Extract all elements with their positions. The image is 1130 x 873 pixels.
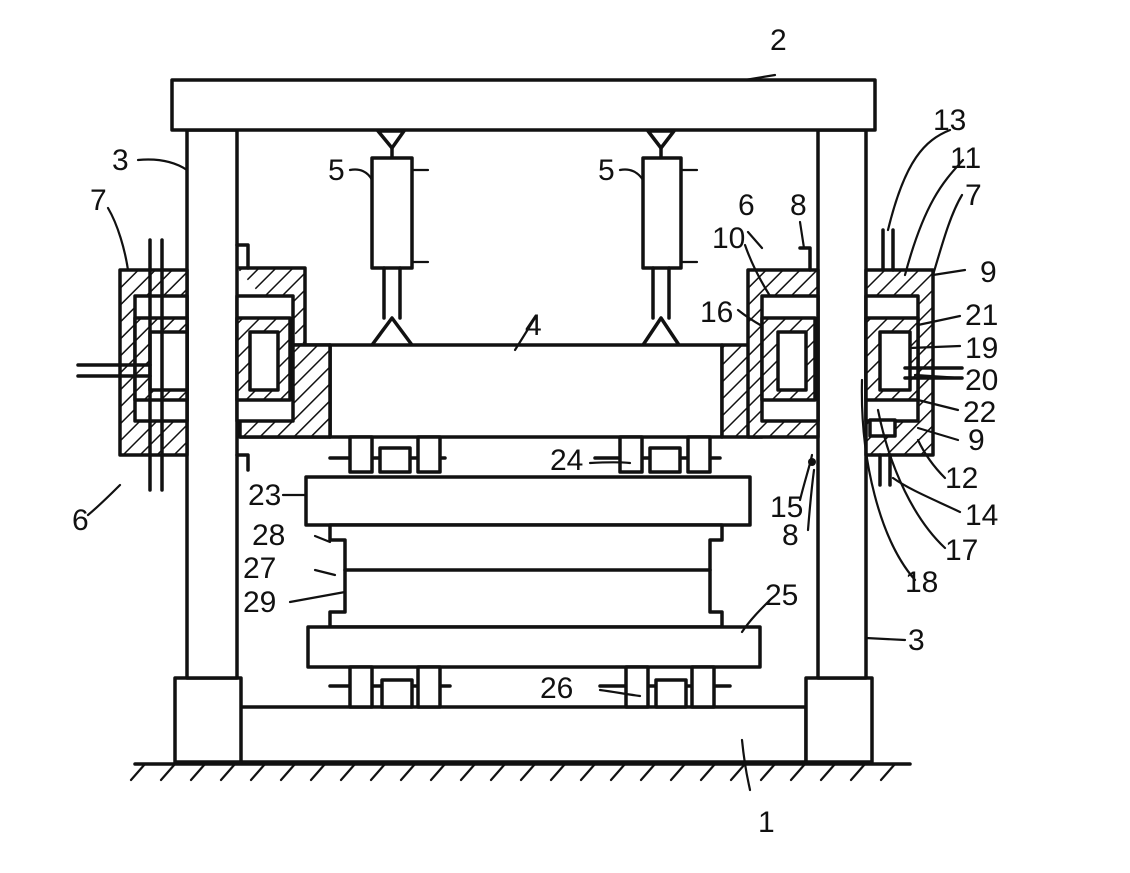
label-11: 11 <box>950 142 981 175</box>
label-10: 10 <box>712 222 745 255</box>
label-22: 22 <box>963 396 996 429</box>
label-18: 18 <box>905 566 938 599</box>
label-5-left: 5 <box>328 154 345 187</box>
label-9-upper: 9 <box>980 256 997 289</box>
label-16: 16 <box>700 296 733 329</box>
ground <box>131 764 910 780</box>
lower-platen <box>308 627 760 667</box>
die-assembly <box>330 525 722 627</box>
label-3-right: 3 <box>908 624 925 657</box>
upper-bolts <box>330 437 720 472</box>
label-28: 28 <box>252 519 285 552</box>
label-3-left: 3 <box>112 144 129 177</box>
label-2: 2 <box>770 24 787 57</box>
label-17: 17 <box>945 534 978 567</box>
label-12: 12 <box>945 462 978 495</box>
cylinder-left <box>372 131 428 345</box>
label-24: 24 <box>550 444 583 477</box>
cylinder-right <box>643 131 697 345</box>
lower-bolts <box>330 667 730 707</box>
label-27: 27 <box>243 552 276 585</box>
label-8-upper: 8 <box>790 189 807 222</box>
label-13: 13 <box>933 104 966 137</box>
label-29: 29 <box>243 586 276 619</box>
label-7-left: 7 <box>90 184 107 217</box>
upper-platen <box>306 477 750 525</box>
base-frame <box>175 678 872 762</box>
label-1: 1 <box>758 806 775 839</box>
label-20: 20 <box>965 364 998 397</box>
label-21: 21 <box>965 299 998 332</box>
label-7-right: 7 <box>965 179 982 212</box>
label-6-right: 6 <box>738 189 755 222</box>
top-beam <box>172 80 875 130</box>
label-26: 26 <box>540 672 573 705</box>
label-4: 4 <box>525 309 542 342</box>
label-14: 14 <box>965 499 998 532</box>
label-6-left: 6 <box>72 504 89 537</box>
label-25: 25 <box>765 579 798 612</box>
label-15: 15 <box>770 491 803 524</box>
label-23: 23 <box>248 479 281 512</box>
label-5-right: 5 <box>598 154 615 187</box>
label-19: 19 <box>965 332 998 365</box>
